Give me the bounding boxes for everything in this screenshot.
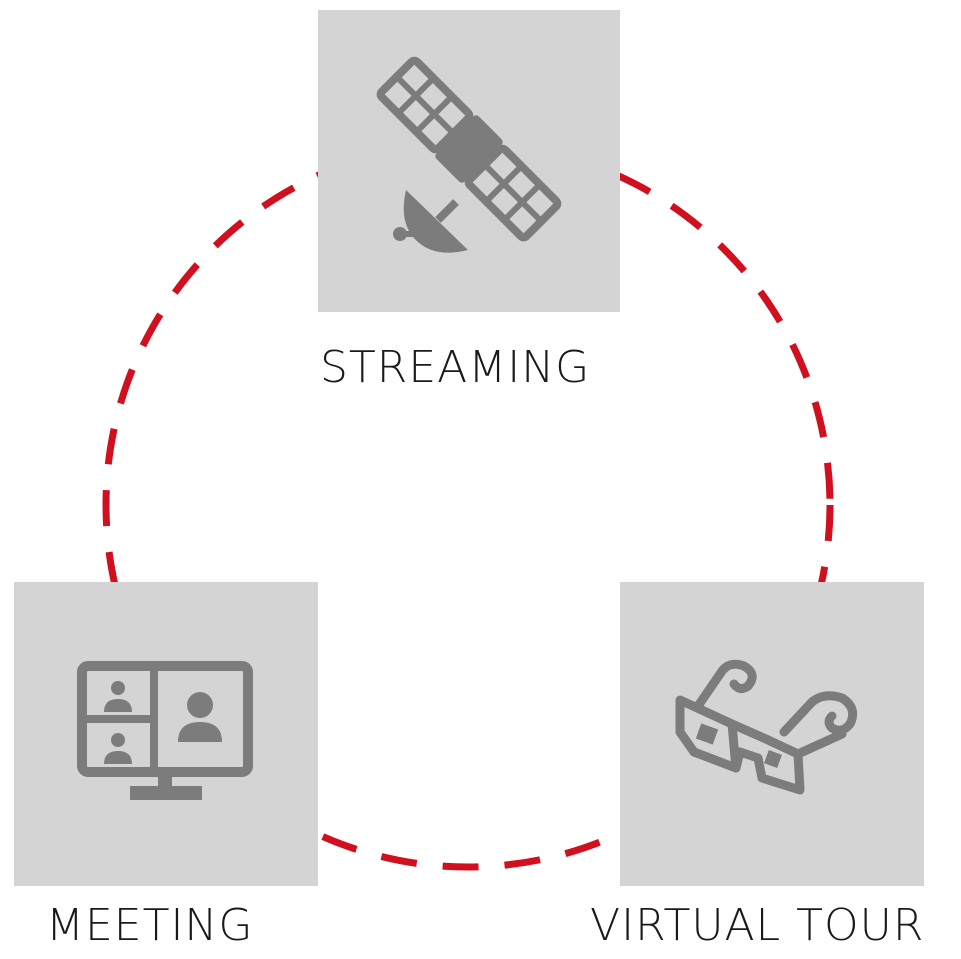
meeting-label: MEETING bbox=[46, 900, 254, 951]
meeting-tile bbox=[14, 582, 318, 886]
virtual-tour-label: VIRTUAL TOUR bbox=[590, 900, 925, 951]
streaming-tile bbox=[318, 10, 620, 312]
virtual-tour-tile bbox=[620, 582, 924, 886]
streaming-label: STREAMING bbox=[320, 342, 591, 393]
video-conference-monitor-icon bbox=[77, 661, 253, 800]
3d-glasses-icon bbox=[675, 659, 858, 795]
satellite-icon bbox=[376, 56, 562, 253]
